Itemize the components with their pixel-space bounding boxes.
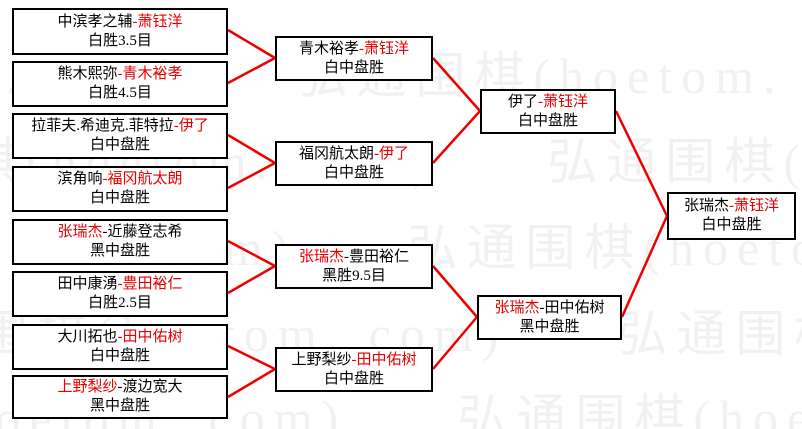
- match-box-round1-5: 张瑞杰-近藤登志希 黑中盘胜: [12, 219, 228, 265]
- matchup-line: 张瑞杰-豊田裕仁: [298, 248, 410, 265]
- matchup-line: 田中康湧-豊田裕仁: [57, 276, 183, 292]
- result-line: 白胜2.5目: [88, 295, 152, 311]
- match-box-round1-7: 大川拓也-田中佑树 白中盘胜: [12, 324, 228, 370]
- match-box-round1-3: 拉菲夫.希迪克.菲特拉-伊了 白中盘胜: [12, 113, 228, 159]
- matchup-line: 伊了-萧钰洋: [507, 93, 589, 110]
- matchup-line: 滨角响-福冈航太朗: [57, 171, 183, 187]
- matchup-line: 张瑞杰-近藤登志希: [57, 224, 183, 240]
- matchup-line: 拉菲夫.希迪克.菲特拉-伊了: [31, 118, 209, 134]
- result-line: 白中盘胜: [701, 217, 762, 233]
- match-box-final: 张瑞杰-萧钰洋 白中盘胜: [667, 192, 796, 240]
- matchup-line: 上野梨纱-渡边宽大: [57, 379, 183, 395]
- result-line: 白中盘胜: [89, 190, 150, 206]
- matchup-line: 青木裕孝-萧钰洋: [298, 40, 410, 57]
- result-line: 白胜3.5目: [88, 32, 152, 49]
- match-box-round1-8: 上野梨纱-渡边宽大 黑中盘胜: [12, 375, 228, 419]
- matchup-line: 熊木熙弥-青木裕孝: [57, 66, 183, 82]
- result-line: 黑中盘胜: [89, 398, 150, 414]
- match-box-semifinal-2: 张瑞杰-田中佑树 黑中盘胜: [477, 295, 622, 340]
- result-line: 白中盘胜: [89, 137, 150, 153]
- match-box-round2-2: 福冈航太朗-伊了 白中盘胜: [275, 141, 433, 186]
- result-line: 黑中盘胜: [89, 243, 150, 259]
- result-line: 白胜4.5目: [88, 85, 152, 101]
- match-box-round1-1: 中滨孝之辅-萧钰洋 白胜3.5目: [12, 8, 228, 55]
- result-line: 黑胜9.5目: [322, 267, 386, 284]
- match-box-semifinal-1: 伊了-萧钰洋 白中盘胜: [480, 89, 616, 134]
- matchup-line: 张瑞杰-田中佑树: [494, 299, 605, 316]
- match-box-round1-6: 田中康湧-豊田裕仁 白胜2.5目: [12, 271, 228, 317]
- match-box-round2-3: 张瑞杰-豊田裕仁 黑胜9.5目: [275, 244, 433, 289]
- result-line: 白中盘胜: [517, 112, 578, 129]
- match-box-round1-2: 熊木熙弥-青木裕孝 白胜4.5目: [12, 61, 228, 107]
- result-line: 白中盘胜: [323, 59, 384, 76]
- match-box-round1-4: 滨角响-福冈航太朗 白中盘胜: [12, 166, 228, 212]
- result-line: 黑中盘胜: [519, 318, 580, 335]
- match-box-round2-4: 上野梨纱-田中佑树 白中盘胜: [275, 347, 433, 392]
- result-line: 白中盘胜: [323, 164, 384, 181]
- result-line: 白中盘胜: [89, 348, 150, 364]
- matchup-line: 中滨孝之辅-萧钰洋: [57, 13, 183, 30]
- matchup-line: 大川拓也-田中佑树: [57, 329, 183, 345]
- matchup-line: 张瑞杰-萧钰洋: [683, 198, 780, 214]
- matchup-line: 福冈航太朗-伊了: [298, 145, 410, 162]
- matchup-line: 上野梨纱-田中佑树: [291, 351, 417, 368]
- result-line: 白中盘胜: [323, 370, 384, 387]
- match-box-round2-1: 青木裕孝-萧钰洋 白中盘胜: [275, 36, 433, 81]
